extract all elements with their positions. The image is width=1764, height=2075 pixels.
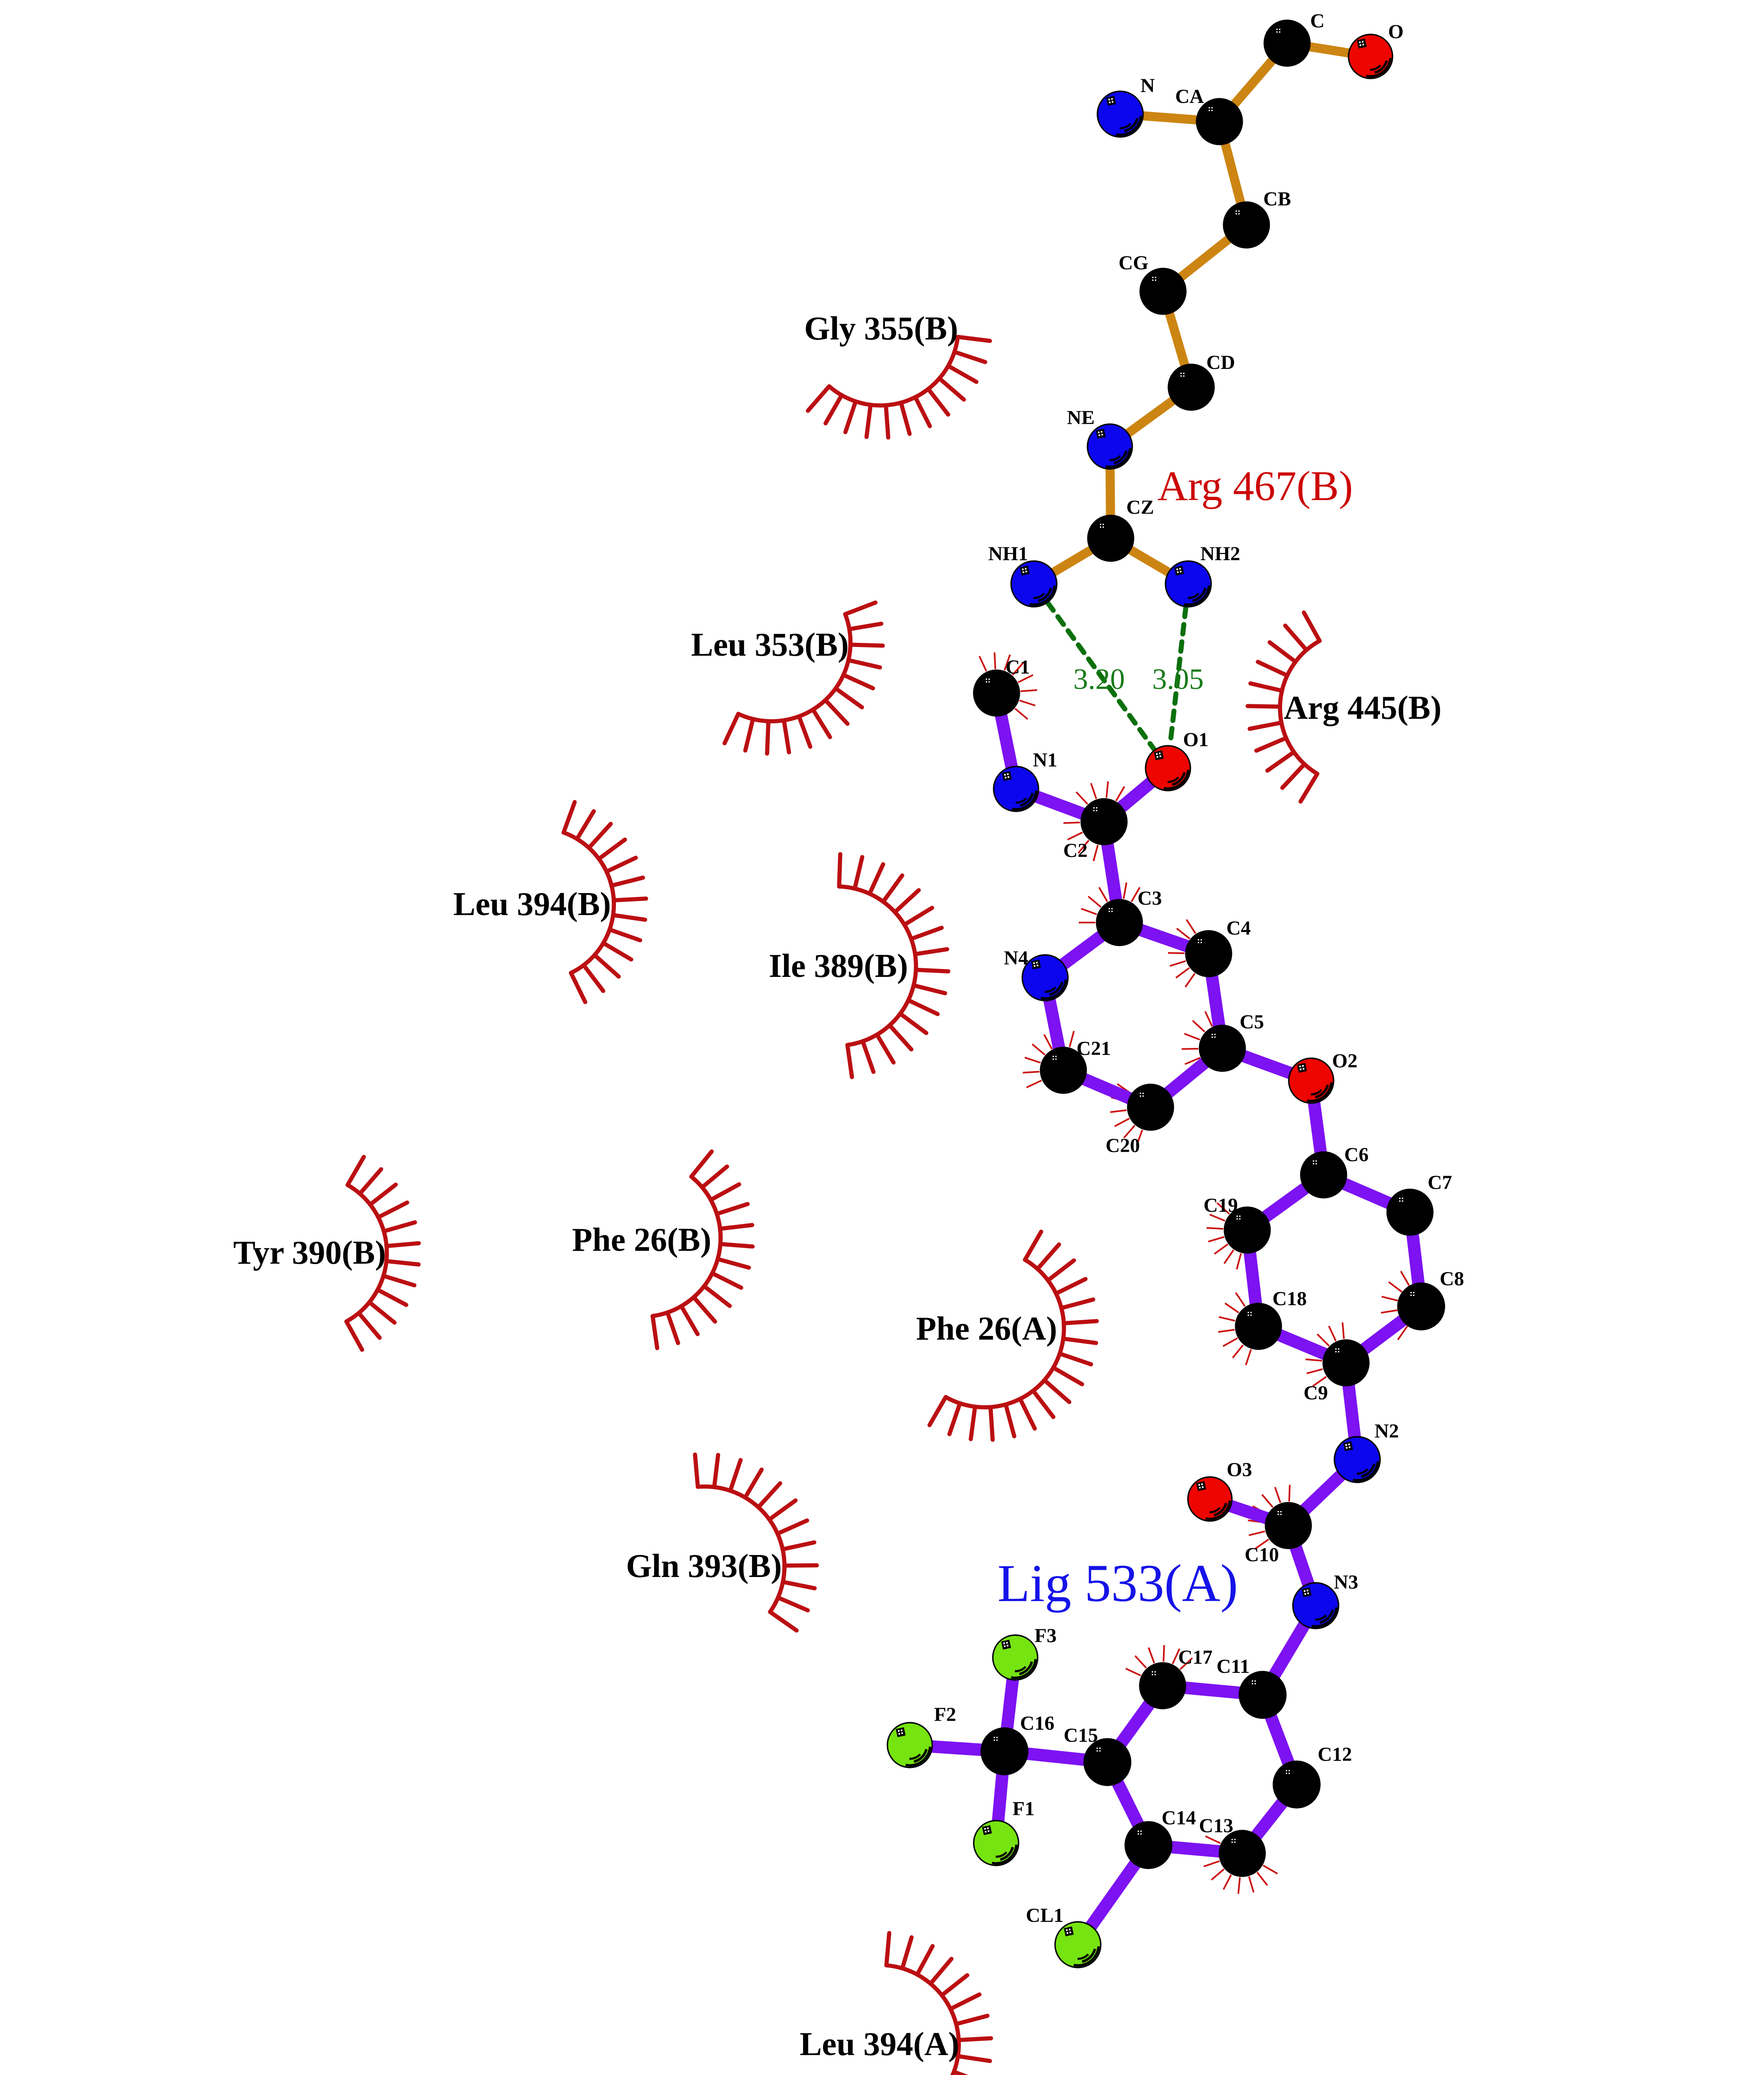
svg-text:C19: C19 [1204, 1194, 1238, 1216]
svg-text:O2: O2 [1332, 1050, 1357, 1072]
svg-text:C4: C4 [1226, 917, 1251, 939]
svg-text:NH1: NH1 [988, 543, 1028, 565]
svg-text:Arg 445(B): Arg 445(B) [1284, 690, 1441, 726]
svg-text:O: O [1388, 21, 1403, 43]
svg-text:C12: C12 [1318, 1743, 1352, 1765]
svg-text:N2: N2 [1375, 1420, 1399, 1442]
svg-text:Leu 394(B): Leu 394(B) [453, 886, 611, 923]
svg-text:Lig 533(A): Lig 533(A) [997, 1554, 1238, 1613]
svg-text:Arg 467(B): Arg 467(B) [1157, 463, 1353, 510]
svg-text:C13: C13 [1199, 1815, 1234, 1837]
svg-text:C5: C5 [1240, 1011, 1264, 1033]
svg-text:C17: C17 [1178, 1646, 1213, 1668]
svg-text:C14: C14 [1162, 1807, 1196, 1829]
svg-text:C20: C20 [1106, 1135, 1140, 1157]
svg-text:N4: N4 [1004, 947, 1029, 969]
svg-text:O1: O1 [1183, 729, 1208, 751]
svg-text:3.20: 3.20 [1073, 663, 1125, 696]
svg-text:Leu 394(A): Leu 394(A) [800, 2026, 959, 2063]
svg-text:C16: C16 [1020, 1712, 1055, 1734]
svg-text:F2: F2 [934, 1704, 956, 1726]
svg-text:C: C [1310, 10, 1325, 32]
svg-text:NH2: NH2 [1200, 543, 1240, 565]
svg-text:C6: C6 [1344, 1144, 1369, 1166]
svg-text:C1: C1 [1006, 656, 1030, 678]
svg-text:CL1: CL1 [1026, 1904, 1064, 1926]
svg-text:NE: NE [1067, 407, 1095, 429]
svg-text:CG: CG [1119, 252, 1148, 274]
svg-text:C15: C15 [1064, 1724, 1098, 1746]
svg-text:C8: C8 [1440, 1268, 1464, 1290]
svg-text:C9: C9 [1304, 1382, 1328, 1404]
svg-text:Ile 389(B): Ile 389(B) [769, 948, 908, 984]
svg-text:C3: C3 [1138, 887, 1162, 909]
svg-text:CB: CB [1263, 188, 1291, 210]
svg-text:Phe 26(A): Phe 26(A) [916, 1311, 1057, 1347]
svg-text:C18: C18 [1273, 1288, 1307, 1310]
svg-text:C2: C2 [1063, 840, 1088, 862]
svg-text:N3: N3 [1334, 1571, 1358, 1593]
svg-text:N: N [1141, 75, 1155, 97]
svg-text:3.05: 3.05 [1152, 663, 1204, 696]
svg-text:CD: CD [1206, 352, 1235, 374]
svg-text:O3: O3 [1226, 1459, 1252, 1481]
svg-text:C11: C11 [1217, 1655, 1250, 1677]
svg-text:CA: CA [1175, 85, 1204, 107]
svg-text:F3: F3 [1034, 1625, 1056, 1647]
svg-text:F1: F1 [1012, 1798, 1034, 1820]
svg-text:Phe 26(B): Phe 26(B) [572, 1222, 711, 1258]
svg-text:C7: C7 [1428, 1172, 1452, 1194]
svg-text:C21: C21 [1077, 1038, 1111, 1059]
svg-text:Gly 355(B): Gly 355(B) [804, 310, 958, 347]
svg-text:CZ: CZ [1126, 496, 1154, 518]
svg-text:Gln 393(B): Gln 393(B) [626, 1548, 782, 1584]
svg-text:Tyr 390(B): Tyr 390(B) [233, 1235, 386, 1271]
svg-text:Leu 353(B): Leu 353(B) [691, 627, 849, 663]
svg-text:C10: C10 [1245, 1544, 1279, 1566]
svg-text:N1: N1 [1033, 749, 1058, 771]
